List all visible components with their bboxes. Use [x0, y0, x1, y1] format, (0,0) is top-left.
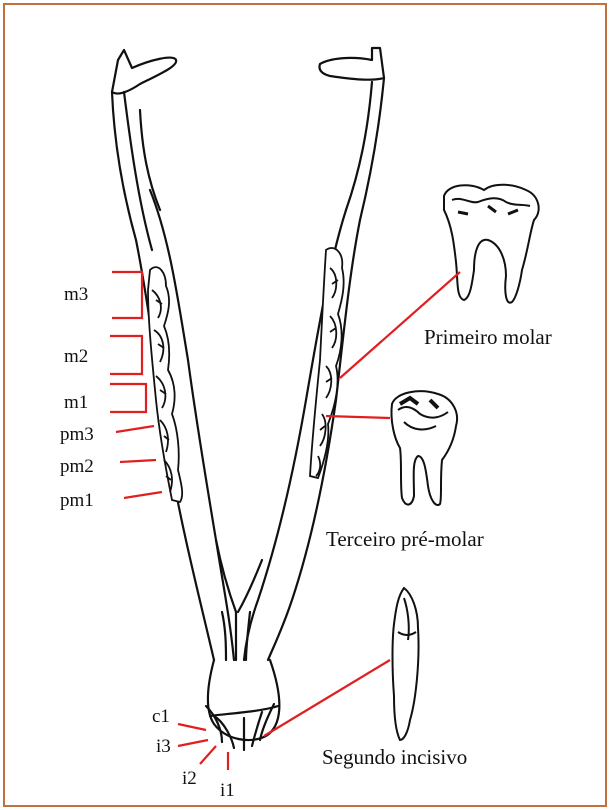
label-pm3: pm3 — [60, 424, 94, 445]
mandible-bone — [112, 48, 384, 750]
leader-pm1 — [124, 492, 162, 498]
first-molar-illustration — [444, 185, 539, 303]
label-i1: i1 — [220, 780, 235, 801]
label-c1: c1 — [152, 706, 170, 727]
label-m3: m3 — [64, 284, 88, 305]
label-i2: i2 — [182, 768, 197, 789]
caption-second-incisor: Segundo incisivo — [322, 745, 467, 769]
bracket-m3 — [112, 272, 142, 318]
captions: Primeiro molar Terceiro pré-molar Segund… — [322, 325, 552, 769]
leader-pm2 — [120, 460, 156, 462]
label-i3: i3 — [156, 736, 171, 757]
bracket-m1 — [110, 384, 146, 412]
caption-third-premolar: Terceiro pré-molar — [326, 527, 484, 551]
bracket-m2 — [110, 336, 142, 374]
leader-second-incisor — [264, 660, 390, 736]
label-pm1: pm1 — [60, 490, 94, 511]
label-m2: m2 — [64, 346, 88, 367]
leader-c1 — [178, 724, 206, 730]
third-premolar-illustration — [391, 391, 457, 505]
second-incisor-illustration — [393, 588, 419, 740]
caption-first-molar: Primeiro molar — [424, 325, 552, 349]
left-tooth-row — [148, 267, 182, 502]
tooth-labels: m3 m2 m1 pm3 pm2 pm1 c1 i3 i2 i1 — [60, 284, 235, 801]
label-m1: m1 — [64, 392, 88, 413]
leader-pm3 — [116, 426, 154, 432]
leader-third-premolar — [326, 416, 390, 418]
right-tooth-row — [310, 248, 344, 478]
leader-i2 — [200, 746, 216, 764]
leader-i3 — [178, 740, 208, 746]
label-pm2: pm2 — [60, 456, 94, 477]
